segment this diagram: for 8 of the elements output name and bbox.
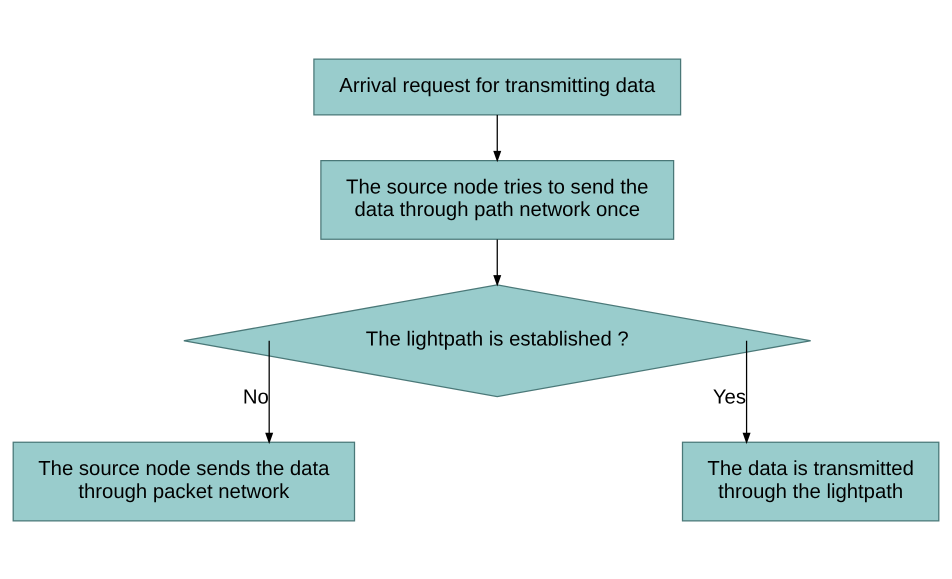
arrow [493,114,502,162]
node-box: The data is transmitted through the lightpath [682,441,940,522]
arrow [742,340,751,444]
node-box: The source node tries to send the data through path network once [320,159,674,240]
node-box: Arrival request for transmitting data [313,58,682,116]
node-box: The source node sends the data through packet network [12,441,356,522]
arrow [493,239,502,286]
arrow [265,340,274,444]
